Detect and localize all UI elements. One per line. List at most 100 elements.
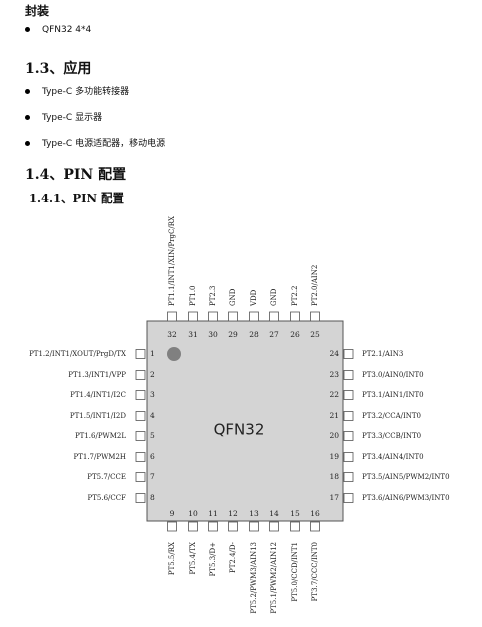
application-item-text: Type-C 电源适配器，移动电源 — [42, 139, 166, 149]
pin-number: 27 — [269, 330, 279, 339]
pin-pad — [208, 311, 218, 322]
pin1-marker-dot — [167, 347, 181, 361]
pin-number: 11 — [208, 509, 218, 518]
pin-pad — [269, 311, 279, 322]
pin-number: 32 — [167, 330, 177, 339]
pin-name: PT5.4/TX — [189, 542, 197, 575]
pin-name: PT1.6/PWM2L — [75, 432, 126, 440]
bullet-icon — [25, 115, 30, 120]
pin-number: 22 — [329, 390, 339, 399]
pin-pad — [269, 521, 279, 532]
pin-number: 21 — [329, 411, 339, 420]
pin-name: PT5.3/D+ — [209, 542, 217, 576]
pin-number: 13 — [249, 509, 259, 518]
pin-pad — [249, 521, 259, 532]
pin-name: PT3.3/CCB/INT0 — [362, 432, 421, 440]
pin-pad — [188, 521, 198, 532]
pin-number: 29 — [228, 330, 238, 339]
bullet-icon — [25, 27, 30, 32]
pin-number: 10 — [188, 509, 198, 518]
qfn32-pinout-diagram: QFN32 1 PT1.2/INT1/XOUT/PrgD/TX 2 PT1.3/INT1… — [29, 216, 450, 614]
pin-name: PT5.1/PWM2/AIN12 — [270, 542, 278, 614]
pin-pad — [135, 493, 146, 503]
chip-label: QFN32 — [214, 421, 265, 439]
pin-number: 2 — [150, 370, 155, 379]
pin-name: VDD — [250, 289, 258, 307]
pin-pad — [135, 349, 146, 359]
pin-number: 7 — [150, 472, 155, 481]
pin-number: 12 — [228, 509, 238, 518]
application-item-text: Type-C 多功能转接器 — [42, 87, 130, 97]
pin-name: PT3.2/CCA/INT0 — [362, 412, 421, 420]
package-item-text: QFN32 4*4 — [42, 25, 92, 35]
pin-pad — [249, 311, 259, 322]
pin-name: PT3.0/AIN0/INT0 — [362, 371, 424, 379]
pin-name: PT3.6/AIN6/PWM3/INT0 — [362, 494, 450, 502]
pin-config-subheading: 1.4.1、PIN 配置 — [29, 191, 125, 205]
pin-name: PT5.0/CCD/INT1 — [291, 542, 299, 602]
pin-name: GND — [270, 288, 278, 306]
pin-name: PT1.0 — [189, 285, 197, 306]
pin-pad — [290, 521, 300, 532]
pin-config-heading: 1.4、PIN 配置 — [25, 167, 127, 183]
pin-name: PT1.1/INT1/XIN/PrgC/RX — [168, 216, 176, 306]
pin-number: 1 — [150, 349, 155, 358]
pin-pad — [343, 452, 354, 462]
pin-pad — [188, 311, 198, 322]
pin-pad — [343, 431, 354, 441]
pin-name: PT2.1/AIN3 — [362, 350, 403, 358]
pin-name: PT3.7/CCC/INT0 — [311, 542, 319, 601]
pin-number: 20 — [329, 431, 339, 440]
pin-pad — [135, 472, 146, 482]
bullet-icon — [25, 89, 30, 94]
pin-pad — [343, 493, 354, 503]
pin-name: PT3.1/AIN1/INT0 — [362, 391, 424, 399]
pin-pad — [167, 521, 177, 532]
pin-number: 25 — [310, 330, 320, 339]
pin-pad — [135, 431, 146, 441]
bullet-icon — [25, 141, 30, 146]
pin-number: 16 — [310, 509, 320, 518]
pin-number: 18 — [329, 472, 339, 481]
pin-name: PT3.5/AIN5/PWM2/INT0 — [362, 473, 450, 481]
pin-number: 23 — [329, 370, 339, 379]
pin-pad — [343, 349, 354, 359]
pin-number: 15 — [290, 509, 300, 518]
pin-number: 28 — [249, 330, 259, 339]
pin-number: 17 — [329, 493, 339, 502]
pin-name: PT1.5/INT1/I2D — [70, 412, 126, 420]
pin-pad — [343, 390, 354, 400]
pin-pad — [343, 472, 354, 482]
pin-name: PT2.2 — [291, 285, 299, 306]
pin-name: PT3.4/AIN4/INT0 — [362, 453, 424, 461]
pin-pad — [343, 411, 354, 421]
pin-name: GND — [229, 288, 237, 306]
pin-number: 6 — [150, 452, 155, 461]
package-heading: 封装 — [25, 4, 50, 18]
pin-pad — [228, 311, 238, 322]
pin-pad — [135, 452, 146, 462]
pin-name: PT2.0/AIN2 — [311, 265, 319, 306]
pin-name: PT5.6/CCF — [88, 494, 127, 502]
pin-pad — [135, 411, 146, 421]
pin-name: PT1.2/INT1/XOUT/PrgD/TX — [29, 350, 126, 358]
pin-name: PT2.4/D- — [229, 541, 237, 573]
pin-pad — [290, 311, 300, 322]
pin-pad — [310, 311, 320, 322]
pin-name: PT2.3 — [209, 285, 217, 306]
pin-pad — [167, 311, 177, 322]
pin-number: 8 — [150, 493, 155, 502]
pin-name: PT5.5/RX — [168, 542, 176, 575]
pin-number: 14 — [269, 509, 279, 518]
application-item-text: Type-C 显示器 — [42, 113, 103, 123]
pin-name: PT1.3/INT1/VPP — [68, 371, 126, 379]
pin-number: 4 — [150, 411, 155, 420]
pin-pad — [228, 521, 238, 532]
application-heading: 1.3、应用 — [25, 61, 92, 77]
pin-number: 19 — [329, 452, 339, 461]
pin-number: 24 — [329, 349, 339, 358]
pin-name: PT1.4/INT1/I2C — [70, 391, 126, 399]
pin-pad — [135, 370, 146, 380]
pin-number: 9 — [170, 509, 175, 518]
pin-pad — [208, 521, 218, 532]
